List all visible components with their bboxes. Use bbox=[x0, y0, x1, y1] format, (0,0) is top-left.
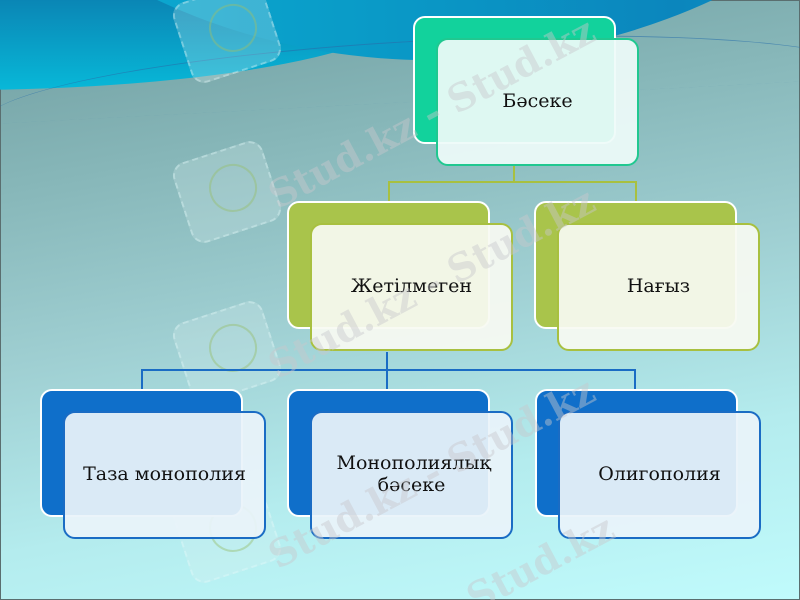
node-label: Олигополия bbox=[598, 463, 721, 486]
connector-level1-horizontal bbox=[388, 181, 637, 183]
node-label: Нағыз bbox=[626, 275, 691, 298]
node-label: Монополиялық бәсеке bbox=[336, 452, 492, 496]
connector-level2-horizontal bbox=[141, 369, 636, 371]
node-front-panel: Бәсеке bbox=[436, 38, 639, 166]
connector-level2-left-drop bbox=[141, 369, 143, 390]
node-label: Жетілмеген bbox=[350, 275, 473, 298]
connector-root-vertical bbox=[513, 165, 515, 183]
node-label: Бәсеке bbox=[502, 90, 573, 113]
node-front-panel: Таза монополия bbox=[63, 411, 266, 539]
node-front-panel: Нағыз bbox=[557, 223, 760, 351]
node-front-panel: Жетілмеген bbox=[310, 223, 513, 351]
connector-level1-left-drop bbox=[388, 181, 390, 203]
node-front-panel: Олигополия bbox=[558, 411, 761, 539]
hummingbird-logo-icon bbox=[169, 137, 285, 247]
connector-level2-right-drop bbox=[634, 369, 636, 390]
node-label: Таза монополия bbox=[83, 463, 246, 486]
connector-level1-right-drop bbox=[635, 181, 637, 203]
node-front-panel: Монополиялық бәсеке bbox=[310, 411, 513, 539]
connector-mid-vertical bbox=[386, 352, 388, 390]
